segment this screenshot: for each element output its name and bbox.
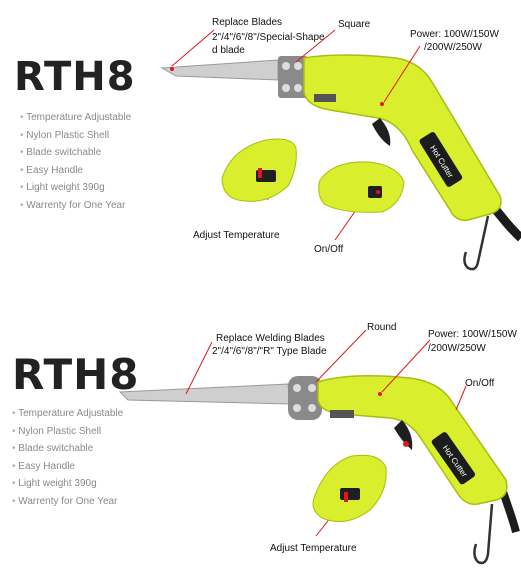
switch-label: On/Off (465, 378, 495, 389)
red-dot (170, 67, 174, 71)
feature-list: Temperature Adjustable Nylon Plastic She… (20, 109, 131, 214)
power-label-line2: /200W/250W (424, 42, 482, 53)
feature-item: Warrenty for One Year (20, 197, 131, 215)
feature-list: Temperature Adjustable Nylon Plastic She… (12, 405, 123, 510)
feature-item: Easy Handle (12, 458, 123, 476)
feature-item: Temperature Adjustable (20, 109, 131, 127)
power-label-line1: Power: 100W/150W (428, 329, 517, 340)
blade (160, 59, 279, 81)
temperature-label: Adjust Temperature (193, 230, 280, 241)
head-label: Round (367, 322, 397, 333)
switch-label: On/Off (314, 244, 344, 255)
brand-plate (431, 432, 476, 485)
brand-plate (419, 132, 463, 187)
feature-item: Blade switchable (12, 440, 123, 458)
feature-item: Temperature Adjustable (12, 405, 123, 423)
round-head (288, 376, 322, 420)
model-title: RTH8 (12, 350, 140, 399)
product-section-top: RTH8 Temperature Adjustable Nylon Plasti… (0, 0, 521, 290)
blades-label-line1: Replace Blades (212, 17, 283, 28)
hot-cutter-illustration: Hot Cutter (160, 29, 521, 271)
switch-closeup (318, 161, 405, 213)
power-label-line1: Power: 100W/150W (410, 29, 499, 40)
feature-item: Light weight 390g (12, 475, 123, 493)
feature-item: Easy Handle (20, 162, 131, 180)
hot-cutter-illustration: Hot Cutter (118, 329, 520, 565)
feature-item: Light weight 390g (20, 179, 131, 197)
trigger (372, 118, 391, 146)
blade (118, 383, 291, 405)
feature-item: Nylon Plastic Shell (20, 127, 131, 145)
blades-label-line2: 2"/4"/6"/8"/"R" Type Blade (212, 346, 327, 357)
blades-label-line1: Replace Welding Blades (216, 333, 325, 344)
power-label-line2: /200W/250W (428, 343, 486, 354)
temperature-label: Adjust Temperature (270, 543, 357, 554)
blades-label-line2: 2"/4"/6"/8"/Special-Shape (212, 32, 325, 43)
blades-label-line3: d blade (212, 45, 245, 56)
feature-item: Nylon Plastic Shell (12, 423, 123, 441)
feature-item: Blade switchable (20, 144, 131, 162)
hanging-hook (473, 503, 494, 565)
product-section-bottom: RTH8 Temperature Adjustable Nylon Plasti… (0, 292, 521, 583)
feature-item: Warrenty for One Year (12, 493, 123, 511)
hanging-hook (463, 215, 490, 271)
head-label: Square (338, 19, 371, 30)
model-title: RTH8 (14, 54, 136, 100)
